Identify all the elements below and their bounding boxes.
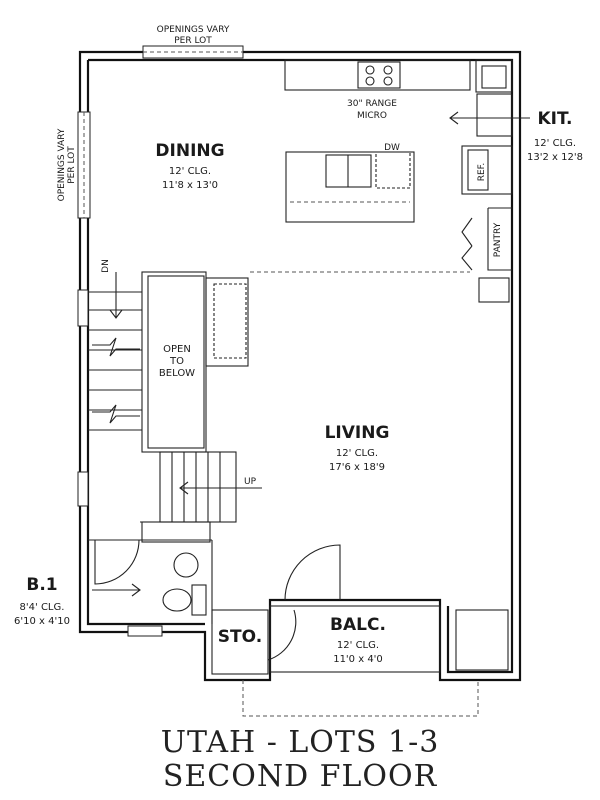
- living-ceiling: 12' CLG.: [336, 448, 378, 459]
- storage-room: [211, 609, 269, 675]
- exterior-walls: [78, 50, 522, 682]
- plan-subtitle: SECOND FLOOR: [163, 759, 438, 794]
- bath-leader: [92, 583, 141, 597]
- left-openings-note-line2: PER LOT: [67, 146, 77, 184]
- ref-label: REF.: [477, 163, 487, 182]
- kitchen-counter: [284, 59, 513, 195]
- top-openings-note: OPENINGS VARY: [157, 25, 230, 35]
- dining-size: 11'8 x 13'0: [162, 180, 218, 191]
- top-openings-window: [142, 45, 244, 59]
- dining-name: DINING: [155, 141, 224, 161]
- storage-name: STO.: [218, 627, 262, 647]
- balcony-name: BALC.: [330, 615, 386, 635]
- storage-door: [267, 609, 297, 661]
- open-below-label-1: OPEN: [163, 344, 191, 355]
- pantry-label: PANTRY: [493, 222, 503, 257]
- top-openings-note-line2: PER LOT: [174, 36, 212, 46]
- bath-window: [127, 625, 163, 637]
- dw-label: DW: [384, 143, 400, 153]
- balcony: [242, 605, 509, 717]
- bench-seat: [205, 277, 249, 367]
- bath-size: 6'10 x 4'10: [14, 616, 70, 627]
- stair-down: [88, 272, 142, 431]
- kitchen-ceiling: 12' CLG.: [534, 138, 576, 149]
- range-label: 30" RANGE: [347, 99, 397, 109]
- left-window-1: [77, 289, 89, 327]
- balcony-door: [284, 544, 341, 601]
- kitchen-name: KIT.: [538, 109, 573, 129]
- dining-ceiling: 12' CLG.: [169, 166, 211, 177]
- left-window-2: [77, 471, 89, 507]
- stair-up-label: UP: [244, 477, 257, 487]
- stair-up: [140, 451, 262, 523]
- stair-down-label: DN: [101, 259, 111, 273]
- pantry: [461, 207, 512, 303]
- balcony-ceiling: 12' CLG.: [337, 640, 379, 651]
- kitchen-size: 13'2 x 12'8: [527, 152, 583, 163]
- balcony-size: 11'0 x 4'0: [333, 654, 383, 665]
- bath: [88, 521, 213, 624]
- open-below-label-3: BELOW: [159, 368, 195, 379]
- bath-ceiling: 8'4' CLG.: [20, 602, 65, 613]
- living-size: 17'6 x 18'9: [329, 462, 385, 473]
- bath-name: B.1: [26, 575, 57, 595]
- kitchen-leader: [449, 111, 530, 125]
- left-openings-note: OPENINGS VARY: [57, 128, 67, 201]
- micro-label: MICRO: [357, 111, 387, 121]
- open-below-label-2: TO: [169, 356, 184, 367]
- left-openings-window: [77, 111, 91, 219]
- plan-title: UTAH - LOTS 1-3: [161, 725, 440, 760]
- living-name: LIVING: [325, 423, 390, 443]
- kitchen-island: [285, 151, 415, 223]
